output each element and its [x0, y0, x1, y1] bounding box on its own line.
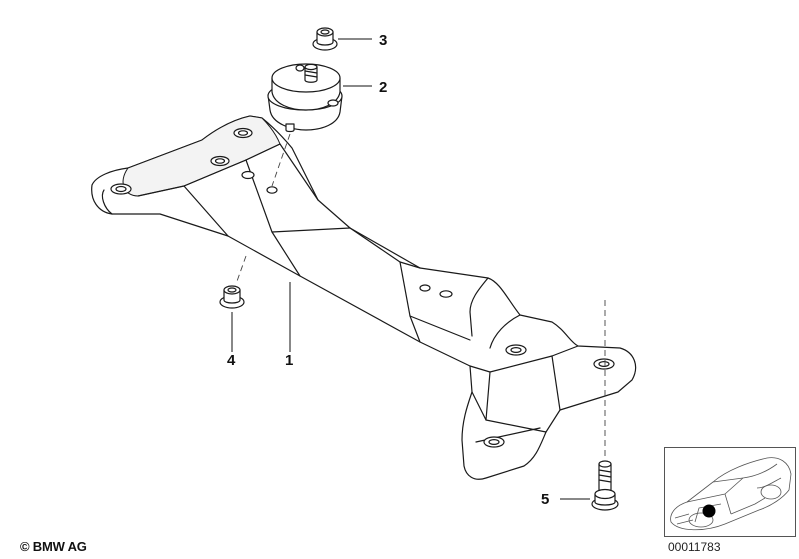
callout-1: 1	[285, 352, 293, 369]
callout-2: 2	[379, 79, 387, 96]
copyright-text: © BMW AG	[20, 539, 87, 554]
callout-5: 5	[541, 491, 549, 508]
assembly-line	[235, 255, 247, 285]
vehicle-location-thumbnail	[664, 447, 796, 537]
crossmember-part-1	[91, 115, 637, 480]
location-marker-icon	[702, 504, 716, 518]
bolt-part-5	[591, 460, 619, 511]
document-number: 00011783	[668, 540, 721, 554]
callout-4: 4	[227, 352, 236, 369]
car-outline-icon	[670, 457, 792, 531]
callout-3: 3	[379, 32, 387, 49]
nut-part-3	[312, 27, 338, 51]
rubber-mount-part-2	[267, 63, 343, 133]
assembly-line	[271, 133, 291, 187]
nut-part-4	[219, 285, 245, 309]
